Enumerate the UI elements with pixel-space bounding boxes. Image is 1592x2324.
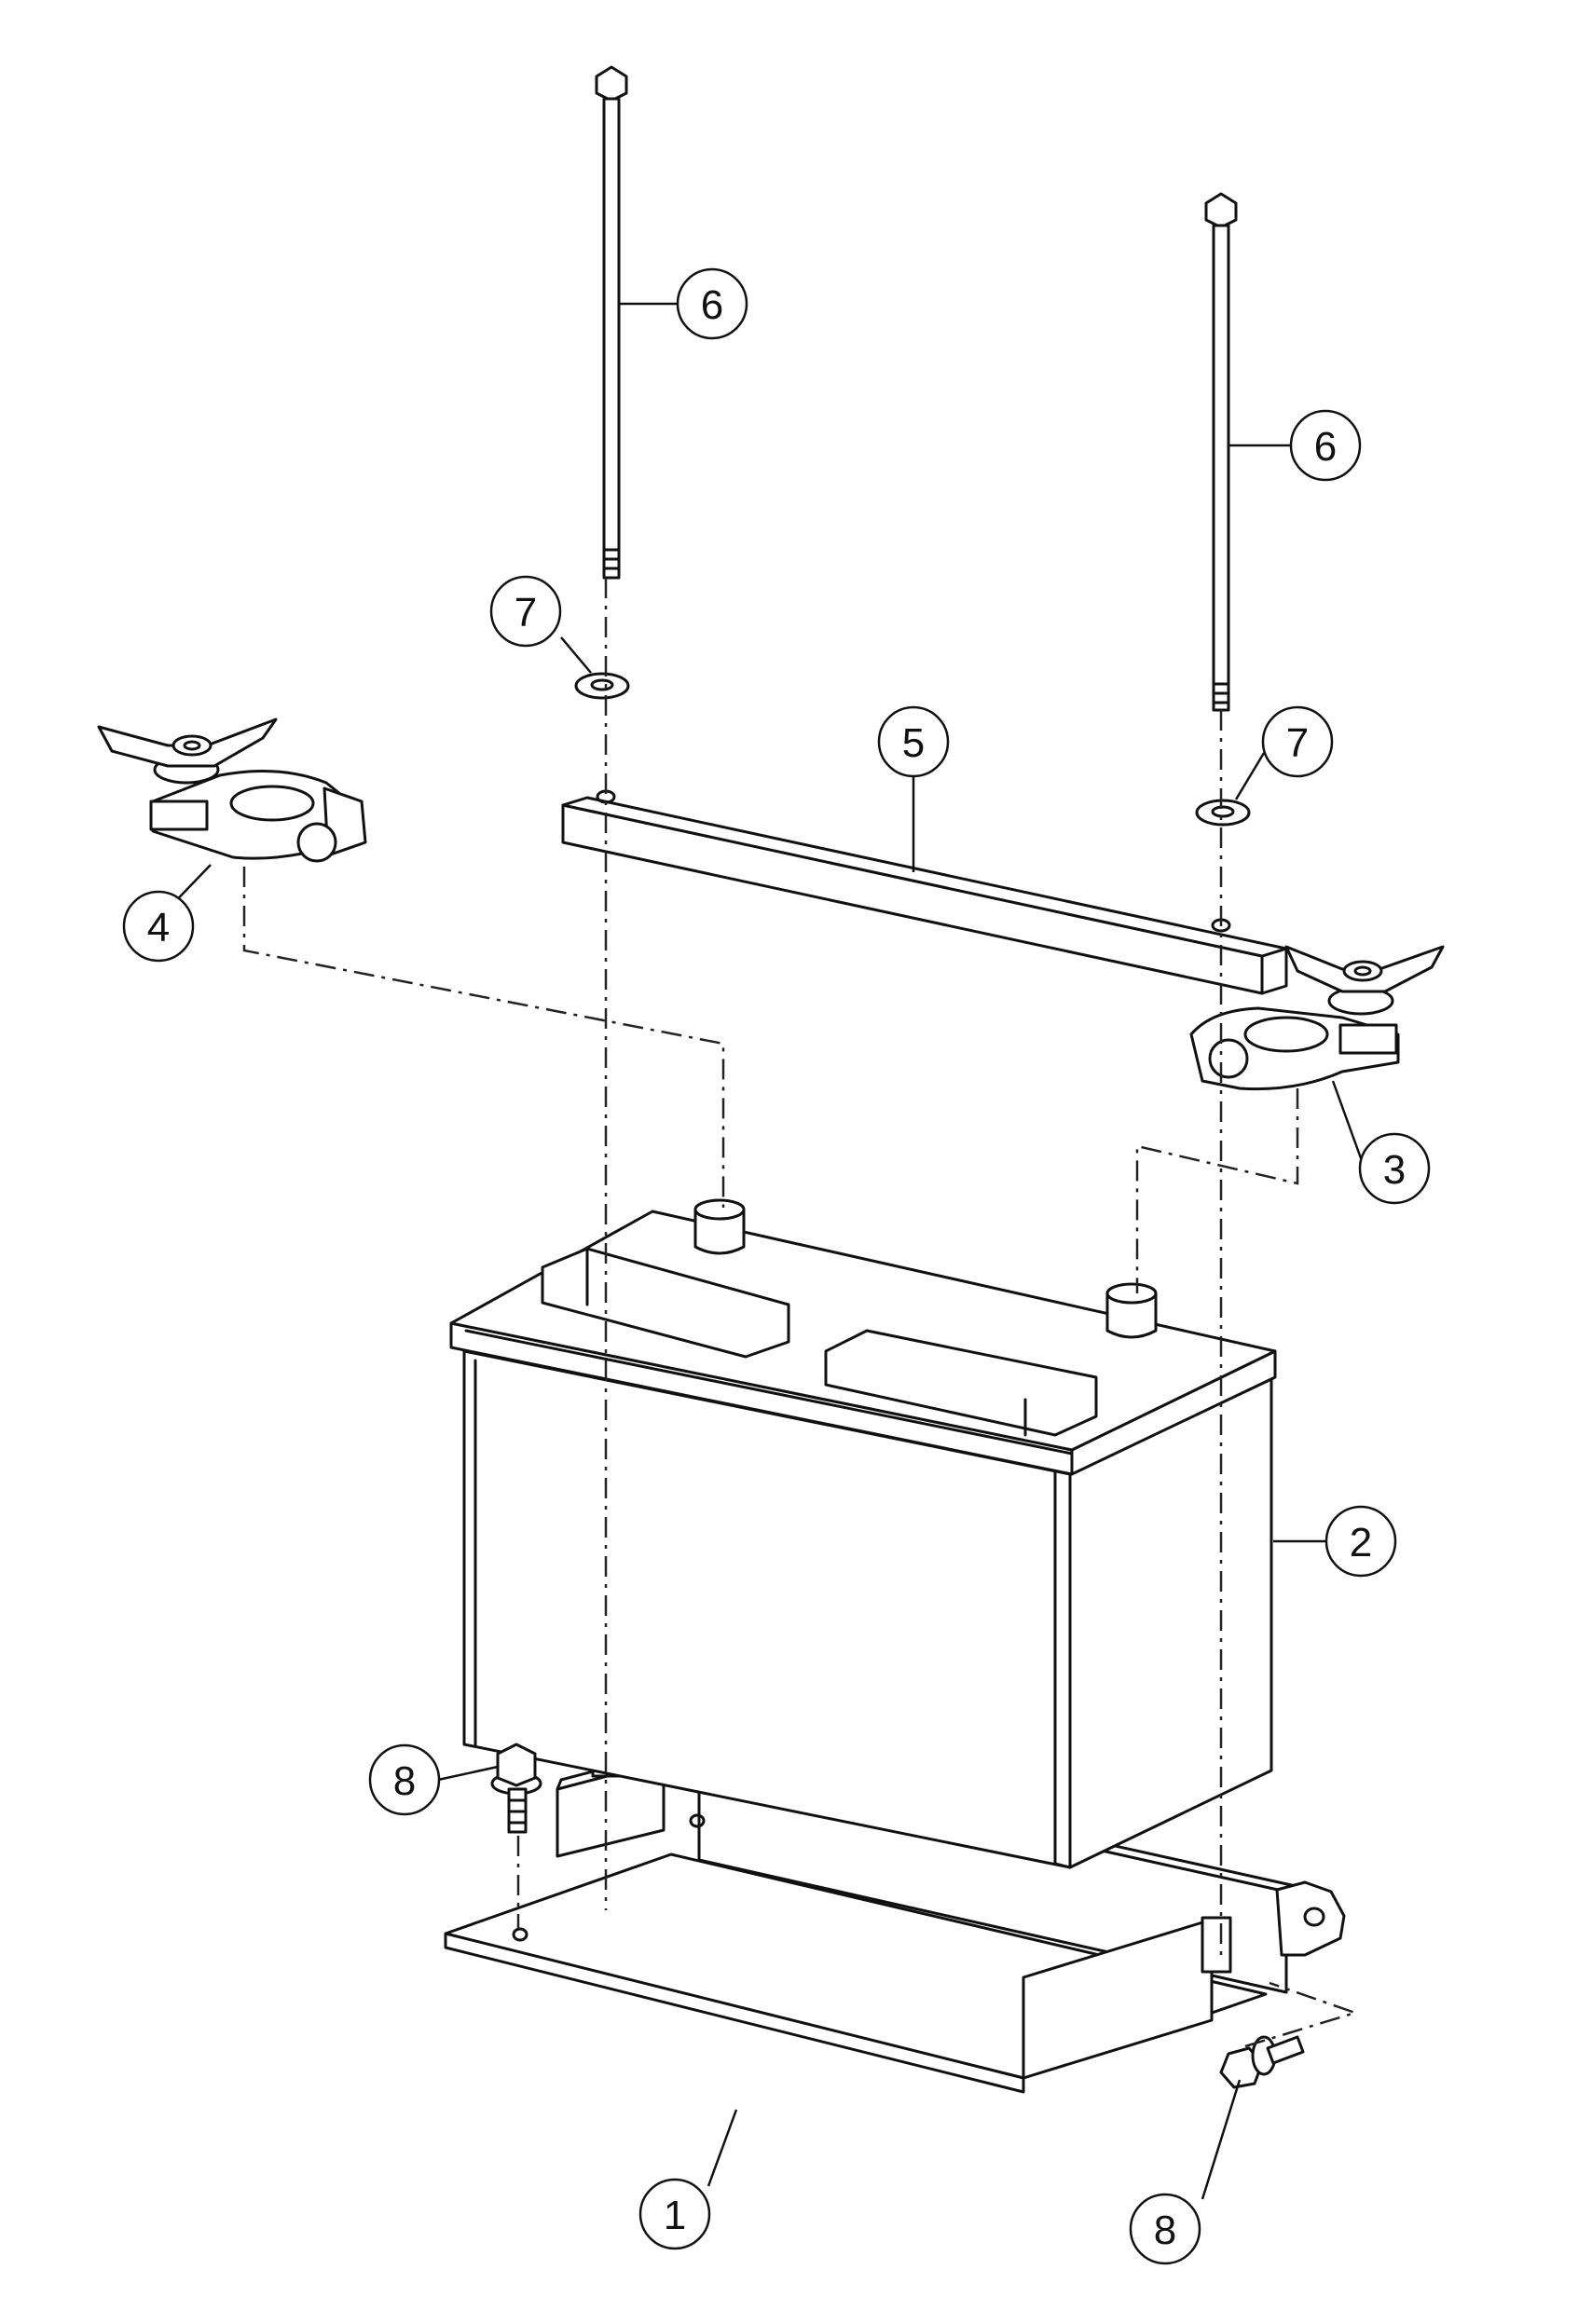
callout-2: 2	[1324, 1505, 1397, 1578]
callout-5-label: 5	[902, 720, 925, 766]
callout-7-left-label: 7	[515, 590, 537, 636]
callout-8-left: 8	[368, 1743, 441, 1816]
callout-1: 1	[638, 2178, 711, 2250]
washer-right	[1195, 799, 1251, 827]
callout-7-left: 7	[489, 575, 562, 648]
callout-2-label: 2	[1350, 1520, 1372, 1565]
terminal-clamp-right	[1189, 945, 1445, 1091]
callout-4-label: 4	[147, 905, 170, 950]
j-bolt-right	[1204, 192, 1238, 712]
callout-6-left: 6	[676, 267, 748, 340]
flange-bolt-left	[490, 1743, 542, 1834]
terminal-clamp-left	[97, 718, 367, 863]
assembly-centerlines	[242, 578, 1360, 2048]
flange-bolt-right	[1219, 2035, 1305, 2089]
callout-4: 4	[122, 890, 195, 963]
callout-7-right-label: 7	[1286, 720, 1309, 766]
callout-6-left-label: 6	[701, 282, 723, 328]
callout-5: 5	[877, 705, 950, 778]
washer-left	[574, 672, 630, 700]
hold-down-bar	[561, 789, 1288, 995]
callout-7-right: 7	[1261, 705, 1334, 778]
j-bolt-left	[595, 65, 628, 580]
callout-1-label: 1	[664, 2193, 686, 2238]
leader-lines	[163, 302, 1366, 2200]
callout-8-right-label: 8	[1154, 2208, 1176, 2253]
callout-8-right: 8	[1129, 2193, 1201, 2265]
battery	[449, 1198, 1277, 1869]
callout-3-label: 3	[1383, 1147, 1406, 1193]
callout-6-right-label: 6	[1314, 424, 1337, 470]
callout-3: 3	[1358, 1132, 1431, 1205]
callout-6-right: 6	[1289, 409, 1362, 482]
callout-8-left-label: 8	[393, 1758, 416, 1804]
